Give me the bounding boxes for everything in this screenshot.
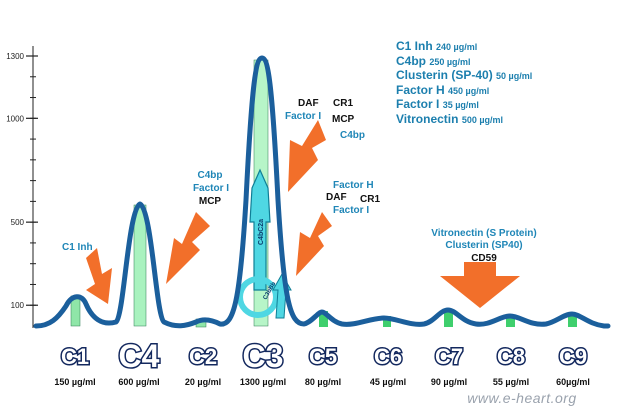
regulator-legend: C1 Inh 240 µg/ml C4bp 250 µg/ml Clusteri… <box>396 39 533 128</box>
legend-item: C1 Inh 240 µg/ml <box>396 39 532 55</box>
arrow-c1 <box>86 248 112 304</box>
component-name-c8: C8 <box>497 344 525 369</box>
inhibition-arrows <box>86 120 520 308</box>
c3-daf-label-2: DAF <box>326 192 347 203</box>
component-conc-c7: 90 µg/ml <box>431 377 467 387</box>
arrow-c3-right <box>296 212 332 276</box>
arrow-c3-top <box>288 120 326 192</box>
legend-item: Vitronectin 500 µg/ml <box>396 111 532 128</box>
component-conc-c6: 45 µg/ml <box>370 377 406 387</box>
c4bc2a-label: C4bC2a <box>258 219 265 245</box>
watermark: www.e-heart.org <box>467 390 576 406</box>
component-name-c4: C4 <box>119 338 160 374</box>
legend-name: Factor I <box>396 97 440 111</box>
y-tick-label: 1300 <box>6 52 24 61</box>
legend-name: Factor H <box>396 82 445 97</box>
c4-factor-i-label: Factor I <box>193 183 229 194</box>
legend-amount: 500 µg/ml <box>461 114 504 125</box>
peak-bar-c7 <box>444 309 453 327</box>
legend-item: Clusterin (SP-40) 50 µg/ml <box>396 68 533 84</box>
legend-name: C4bp <box>396 53 426 68</box>
component-name-c9: C9 <box>559 344 587 369</box>
component-conc-c8: 55 µg/ml <box>493 377 529 387</box>
y-tick-label: 1000 <box>6 114 24 123</box>
c3-factor-i-label: Factor I <box>285 111 321 122</box>
component-name-c3: C3 <box>243 338 284 374</box>
y-axis: 100 500 1000 1300 <box>6 46 38 328</box>
component-labels: C1 C4 C2 C3 C5 C6 C7 C8 C9 150 µg/ml 600… <box>54 337 590 388</box>
c4-mcp-label: MCP <box>199 196 222 207</box>
terminal-clusterin-label: Clusterin (SP40) <box>445 240 522 251</box>
c3-mcp-label: MCP <box>332 114 355 125</box>
component-name-c2: C2 <box>189 344 217 369</box>
component-name-c6: C6 <box>374 344 402 369</box>
legend-item: C4bp 250 µg/ml <box>396 53 532 70</box>
component-conc-c1: 150 µg/ml <box>54 377 95 387</box>
peak-bar-c9 <box>568 314 577 327</box>
c1-inhibitor-label: C1 Inh <box>62 242 93 253</box>
c4-c4bp-label: C4bp <box>198 170 223 181</box>
y-tick-label: 100 <box>11 301 25 310</box>
legend-item: Factor I 35 µg/ml <box>396 97 532 113</box>
component-name-c1: C1 <box>61 344 89 369</box>
legend-name: C1 Inh <box>396 39 433 53</box>
peak-bar-c8 <box>506 315 515 327</box>
peak-bar-c6 <box>383 316 391 327</box>
component-conc-c4: 600 µg/ml <box>118 377 159 387</box>
terminal-cd59-label: CD59 <box>471 253 497 264</box>
c3-c4bp-label: C4bp <box>340 130 365 141</box>
y-tick-label: 500 <box>11 218 25 227</box>
terminal-vitronectin-label: Vitronectin (S Protein) <box>431 228 536 239</box>
peak-bar-c4 <box>133 204 147 327</box>
legend-amount: 450 µg/ml <box>448 85 490 96</box>
legend-amount: 250 µg/ml <box>429 56 471 67</box>
arrow-c4 <box>166 212 210 284</box>
annotations: C1 Inh C4bp Factor I MCP DAF CR1 Factor … <box>62 98 537 264</box>
component-name-c7: C7 <box>435 344 463 369</box>
concentration-curve <box>33 55 611 329</box>
c3-daf-label: DAF <box>298 98 319 109</box>
legend-item: Factor H 450 µg/ml <box>396 82 532 99</box>
legend-amount: 240 µg/ml <box>436 42 478 52</box>
c3-cr1-label-2: CR1 <box>360 194 380 205</box>
component-name-c5: C5 <box>309 344 337 369</box>
peak-bar-c5 <box>319 311 328 327</box>
c3-cr1-label: CR1 <box>333 98 353 109</box>
component-conc-c5: 80 µg/ml <box>305 377 341 387</box>
component-conc-c9: 60µg/ml <box>556 377 590 387</box>
c3-factor-h-label: Factor H <box>333 180 374 191</box>
legend-amount: 50 µg/ml <box>496 71 533 81</box>
arrow-terminal <box>440 262 520 308</box>
legend-name: Vitronectin <box>396 111 459 126</box>
legend-amount: 35 µg/ml <box>442 100 479 110</box>
component-conc-c2: 20 µg/ml <box>185 377 221 387</box>
component-conc-c3: 1300 µg/ml <box>240 377 286 387</box>
c3-factor-i-label-2: Factor I <box>333 205 369 216</box>
c3-activation-arrows: C4bC2a C3bBb <box>237 168 292 319</box>
legend-name: Clusterin (SP-40) <box>396 68 493 82</box>
